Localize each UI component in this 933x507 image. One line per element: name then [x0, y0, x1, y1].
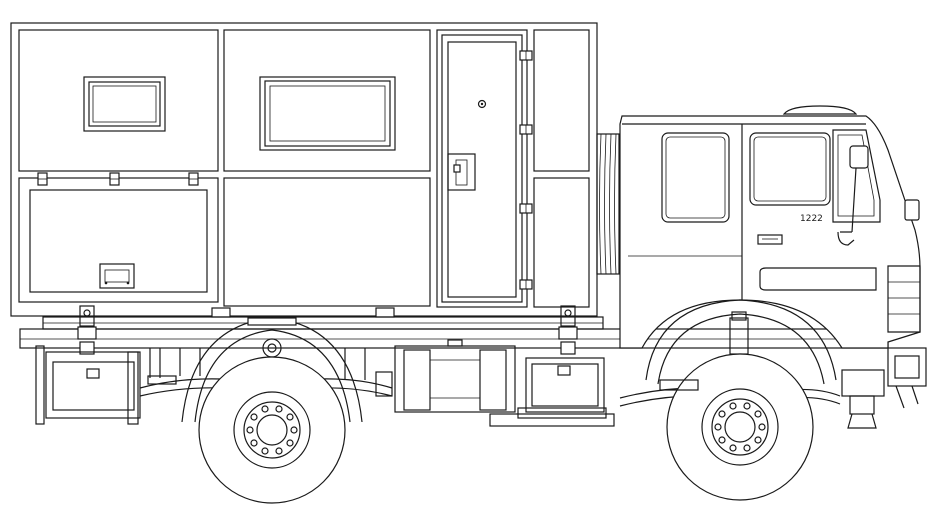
side-mirror: [837, 145, 869, 246]
fuel-tank: [394, 339, 516, 413]
rear-toolbox: [35, 345, 141, 425]
shock-absorber: [729, 317, 749, 355]
front-fender: [645, 299, 837, 381]
camper-box: [10, 22, 598, 318]
cab-door-window: [749, 132, 831, 206]
front-fender-inner: [657, 313, 825, 385]
camper-entry-door: [436, 29, 528, 308]
front-grille: [887, 265, 921, 333]
box-mounting-bracket-front: [558, 305, 578, 355]
tow-hook: [841, 369, 885, 429]
chassis-frame-rail: [19, 328, 889, 349]
roof-hatch: [782, 105, 858, 115]
box-mounting-bracket-rear: [77, 305, 97, 355]
side-step: [489, 413, 615, 427]
camper-window-large: [259, 76, 396, 151]
camper-storage-hatch-inner: [29, 189, 208, 293]
truck-cab: [619, 105, 927, 429]
cab-number-label: 1222: [800, 214, 823, 224]
camper-panel-upper-left: [18, 29, 219, 172]
camper-panel-upper-right: [533, 29, 590, 172]
storage-hatch-handle: [99, 263, 135, 289]
camper-panel-lower-middle: [223, 177, 431, 307]
rear-fender-mount: [247, 317, 297, 326]
cab-body: [619, 115, 921, 349]
rear-suspension: [139, 348, 393, 397]
cab-door-trim: [759, 267, 877, 291]
front-toolbox: [517, 357, 607, 419]
cab-rear-window: [661, 132, 730, 223]
rear-wheel: [198, 356, 346, 504]
front-wheel: [666, 353, 814, 501]
rear-wheel-lug-nuts: [246, 405, 298, 455]
front-wheel-lug-nuts: [714, 402, 766, 452]
camper-window-small: [83, 76, 166, 132]
camper-box-outline: [10, 22, 598, 317]
camper-panel-upper-middle: [223, 29, 431, 172]
box-mount-lug: [375, 307, 395, 318]
marker-lamp: [904, 199, 920, 221]
cab-step: [659, 379, 699, 391]
door-lock: [477, 99, 487, 109]
rear-fender-inner: [194, 329, 351, 423]
hatch-hinges: [37, 172, 199, 186]
door-hinges: [519, 50, 533, 290]
subframe: [19, 316, 889, 349]
cab-quarter-window: [832, 129, 881, 223]
front-bumper: [887, 347, 927, 409]
cab-bellows: [596, 133, 620, 275]
cab-door-handle: [757, 234, 783, 245]
box-mount-lug: [211, 307, 231, 318]
door-handle: [447, 153, 476, 191]
